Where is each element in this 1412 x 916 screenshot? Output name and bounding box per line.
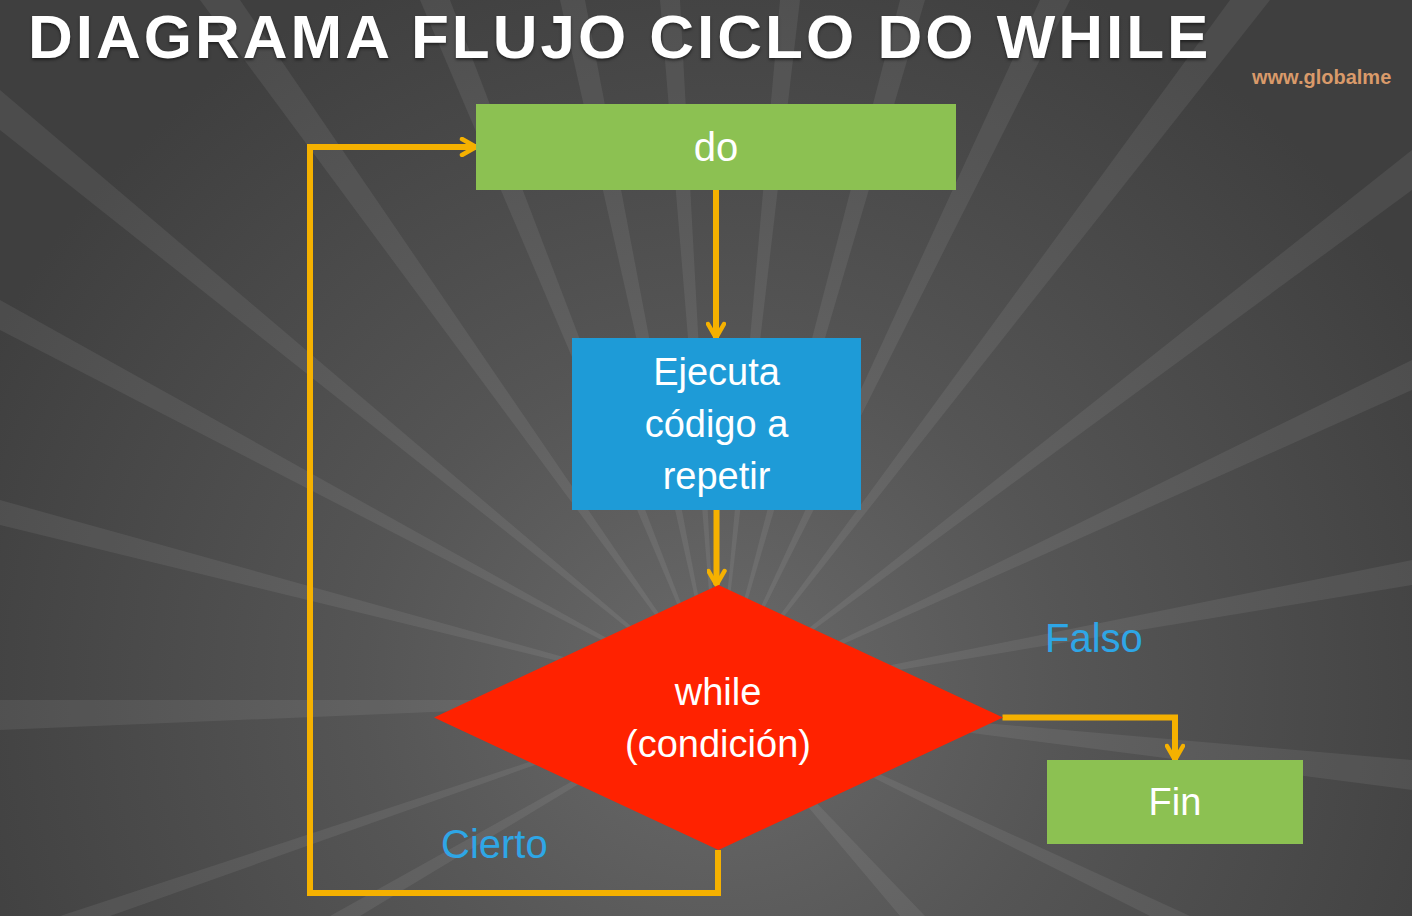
node-text: do: [694, 122, 739, 172]
edge-label: Falso: [1045, 616, 1143, 661]
flow-connector: [1003, 718, 1176, 761]
diamond-fill: [434, 585, 1003, 850]
watermark: www.globalme: [1252, 66, 1391, 89]
diagram-title: DIAGRAMA FLUJO CICLO DO WHILE: [28, 4, 1211, 70]
node-text: Ejecuta código a repetir: [607, 346, 827, 502]
end-box: Fin: [1047, 760, 1303, 844]
decision-diamond: while (condición): [434, 585, 1003, 850]
node-text: while (condición): [588, 666, 848, 770]
node-text: Fin: [1149, 778, 1202, 826]
diamond-outline: [434, 585, 1003, 850]
edge-label: Cierto: [441, 822, 548, 867]
process-box: Ejecuta código a repetir: [572, 338, 861, 510]
start-box: do: [476, 104, 956, 190]
flow-connector: [714, 510, 720, 585]
flow-connector: [713, 190, 719, 338]
